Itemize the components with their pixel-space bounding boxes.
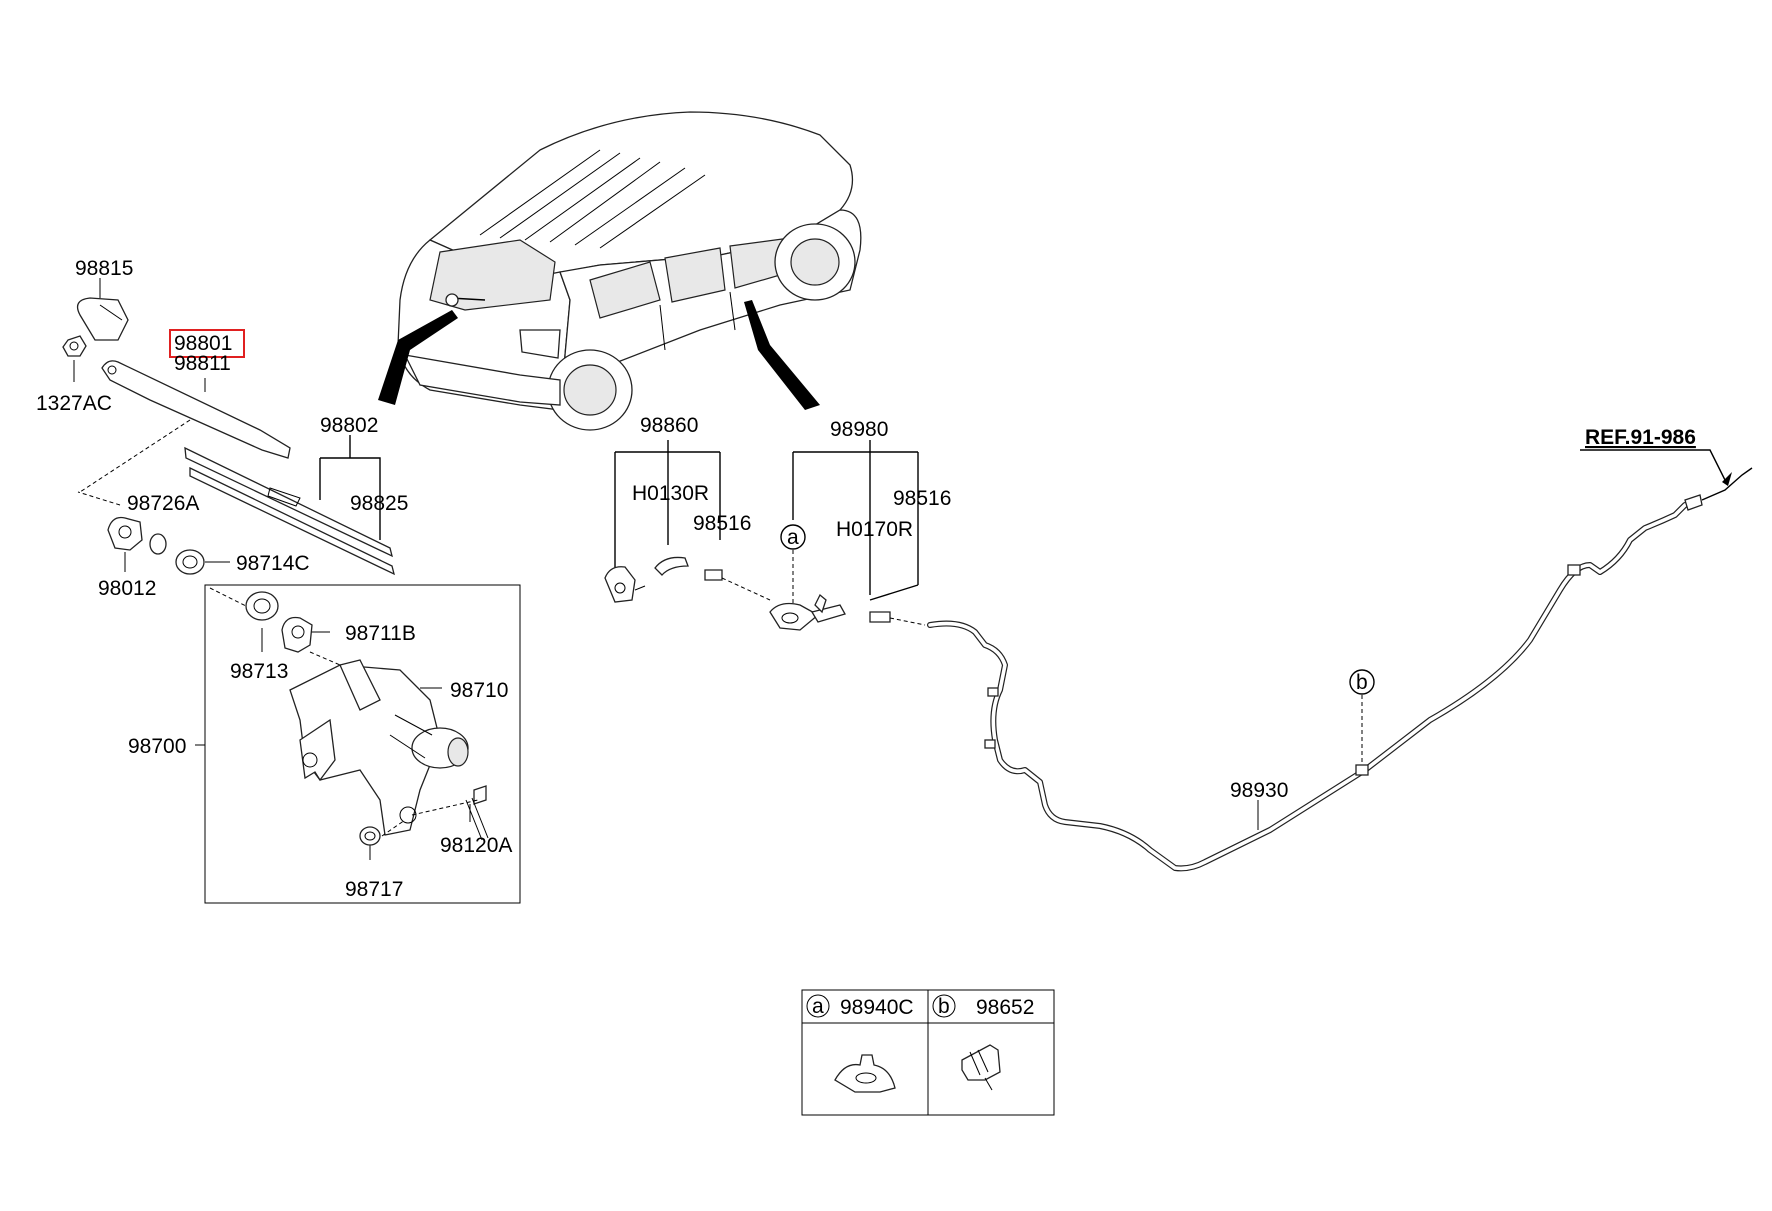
label-98714C: 98714C [236,552,310,575]
part-labels: 98815 98801 98811 1327AC 98802 98825 987… [36,257,1696,1019]
wiper-arm [101,360,291,459]
label-98930: 98930 [1230,779,1288,802]
legend-a-letter: a [812,995,824,1018]
label-1327AC: 1327AC [36,392,112,415]
wiper-blade [184,446,393,558]
legend-table [801,989,1055,1116]
label-98801: 98801 [174,332,232,355]
label-98120A: 98120A [440,834,512,857]
legend-b-part: 98652 [976,996,1034,1019]
label-98516-b: 98516 [893,487,951,510]
wiper-cap [76,297,129,341]
callout-b-letter: b [1356,671,1368,694]
label-98860: 98860 [640,414,698,437]
washer-98726a [149,533,167,555]
legend-b-letter: b [938,995,950,1018]
nozzle-group [604,440,926,631]
label-98710: 98710 [450,679,508,702]
label-ref: REF.91-986 [1585,426,1696,449]
grommet-98714c [175,549,205,575]
label-98516-a: 98516 [693,512,751,535]
cap-98012 [107,516,143,551]
callout-a-circle [780,524,806,550]
wiper-nut [62,335,87,357]
callout-a-letter: a [787,526,799,549]
motor-box [204,584,521,904]
label-98726A: 98726A [127,492,199,515]
label-98802: 98802 [320,414,378,437]
label-98825: 98825 [350,492,408,515]
label-98811: 98811 [174,352,231,375]
vehicle-illustration [378,111,862,431]
label-98713: 98713 [230,660,288,683]
bracket-98802 [319,435,381,540]
label-98012: 98012 [98,577,156,600]
wiper-arm-group [62,297,395,576]
label-98980: 98980 [830,418,888,441]
washer-hose [927,449,1753,872]
legend-a-part: 98940C [840,996,914,1019]
label-H0170R: H0170R [836,518,913,541]
label-98700: 98700 [128,735,186,758]
legend-part-b-drawing [961,1044,1001,1081]
label-98711B: 98711B [345,622,416,645]
label-98815: 98815 [75,257,133,280]
highlight-box [169,329,245,358]
label-98717: 98717 [345,878,403,901]
label-H0130R: H0130R [632,482,709,505]
callout-b-circle [1349,669,1375,695]
leader-lines [73,278,471,860]
